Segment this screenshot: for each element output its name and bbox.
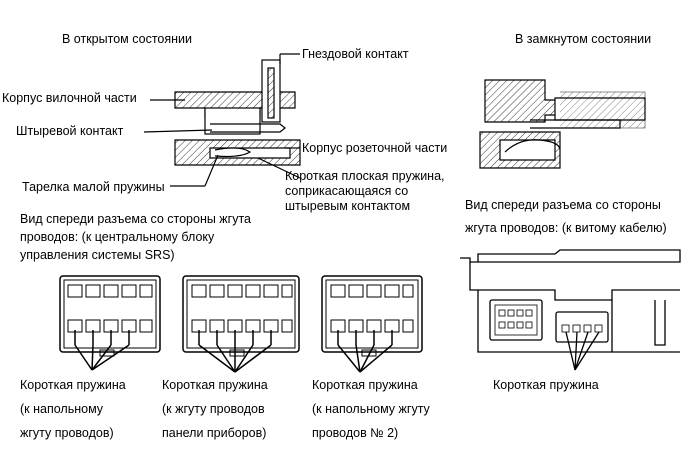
spiral-front-view-line2: жгута проводов: (к витому кабелю)	[465, 221, 667, 235]
connector-1-line1: (к напольному	[20, 402, 104, 416]
closed-state-section	[479, 79, 646, 169]
spiral-front-view-line1: Вид спереди разъема со стороны	[465, 198, 661, 212]
connector-4-title: Короткая пружина	[493, 378, 599, 392]
pin-contact-label: Штыревой контакт	[16, 124, 124, 138]
connector-2-line1: (к жгуту проводов	[162, 402, 265, 416]
connector-1-line2: жгуту проводов)	[20, 426, 114, 440]
closed-state-heading: В замкнутом состоянии	[515, 32, 652, 46]
connector-3-title: Короткая пружина	[312, 378, 418, 392]
open-state-heading: В открытом состоянии	[62, 32, 192, 46]
srs-front-view-line2: проводов: (к центральному блоку	[20, 230, 215, 244]
connector-2-title: Короткая пружина	[162, 378, 268, 392]
connector-2-drawing	[182, 275, 300, 373]
srs-front-view-line3: управления системы SRS)	[20, 248, 175, 262]
plug-housing-label: Корпус вилочной части	[2, 91, 137, 105]
connector-3-line2: проводов № 2)	[312, 426, 399, 440]
connector-2-line2: панели приборов)	[162, 426, 267, 440]
socket-housing-label: Корпус розеточной части	[302, 141, 448, 155]
connector-3-drawing	[321, 275, 423, 373]
connector-1-title: Короткая пружина	[20, 378, 126, 392]
open-state-section	[143, 53, 301, 187]
connector-1-drawing	[59, 275, 161, 371]
small-spring-plate-label: Тарелка малой пружины	[22, 180, 165, 194]
srs-front-view-line1: Вид спереди разъема со стороны жгута	[20, 212, 252, 226]
connector-4-drawing	[460, 249, 681, 371]
short-flat-spring-label-line2: соприкасающаяся со	[285, 184, 409, 198]
short-flat-spring-label-line3: штыревым контактом	[285, 199, 411, 213]
socket-contact-label: Гнездовой контакт	[302, 47, 409, 61]
connector-3-line1: (к напольному жгуту	[312, 402, 430, 416]
short-flat-spring-label-line1: Короткая плоская пружина,	[285, 169, 445, 183]
